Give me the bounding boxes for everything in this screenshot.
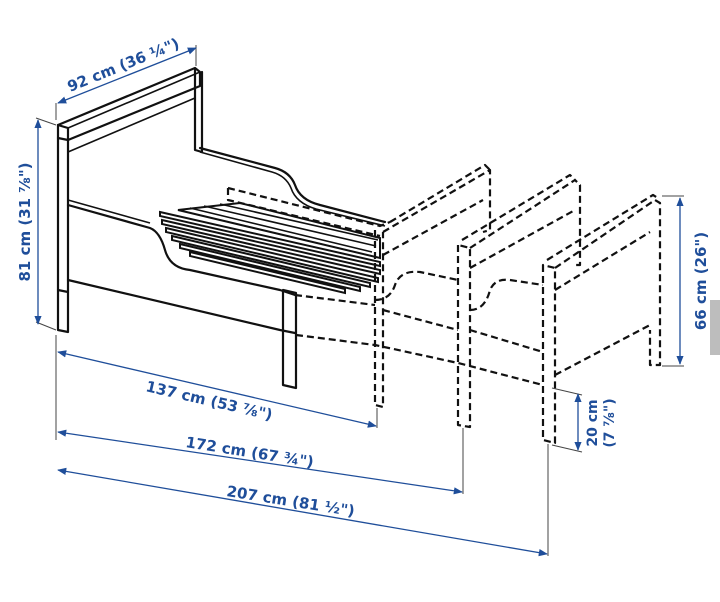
bed-slats <box>159 201 381 295</box>
footboard-height-label: 66 cm (26") <box>692 232 710 330</box>
base-height-in-label: (7 ⅞") <box>602 398 618 447</box>
dimension-lines <box>34 47 684 557</box>
headboard-height-label: 81 cm (31 ⅞") <box>16 163 34 282</box>
length-137-label: 137 cm (53 ⅞") <box>144 377 274 424</box>
scroll-edge-tab[interactable] <box>710 300 720 355</box>
length-207-label: 207 cm (81 ½") <box>225 482 356 520</box>
bed-extension-dashed <box>226 163 662 445</box>
length-172-label: 172 cm (67 ¾") <box>184 433 315 471</box>
extension-lines <box>35 45 684 556</box>
base-height-cm-label: 20 cm <box>585 399 601 446</box>
